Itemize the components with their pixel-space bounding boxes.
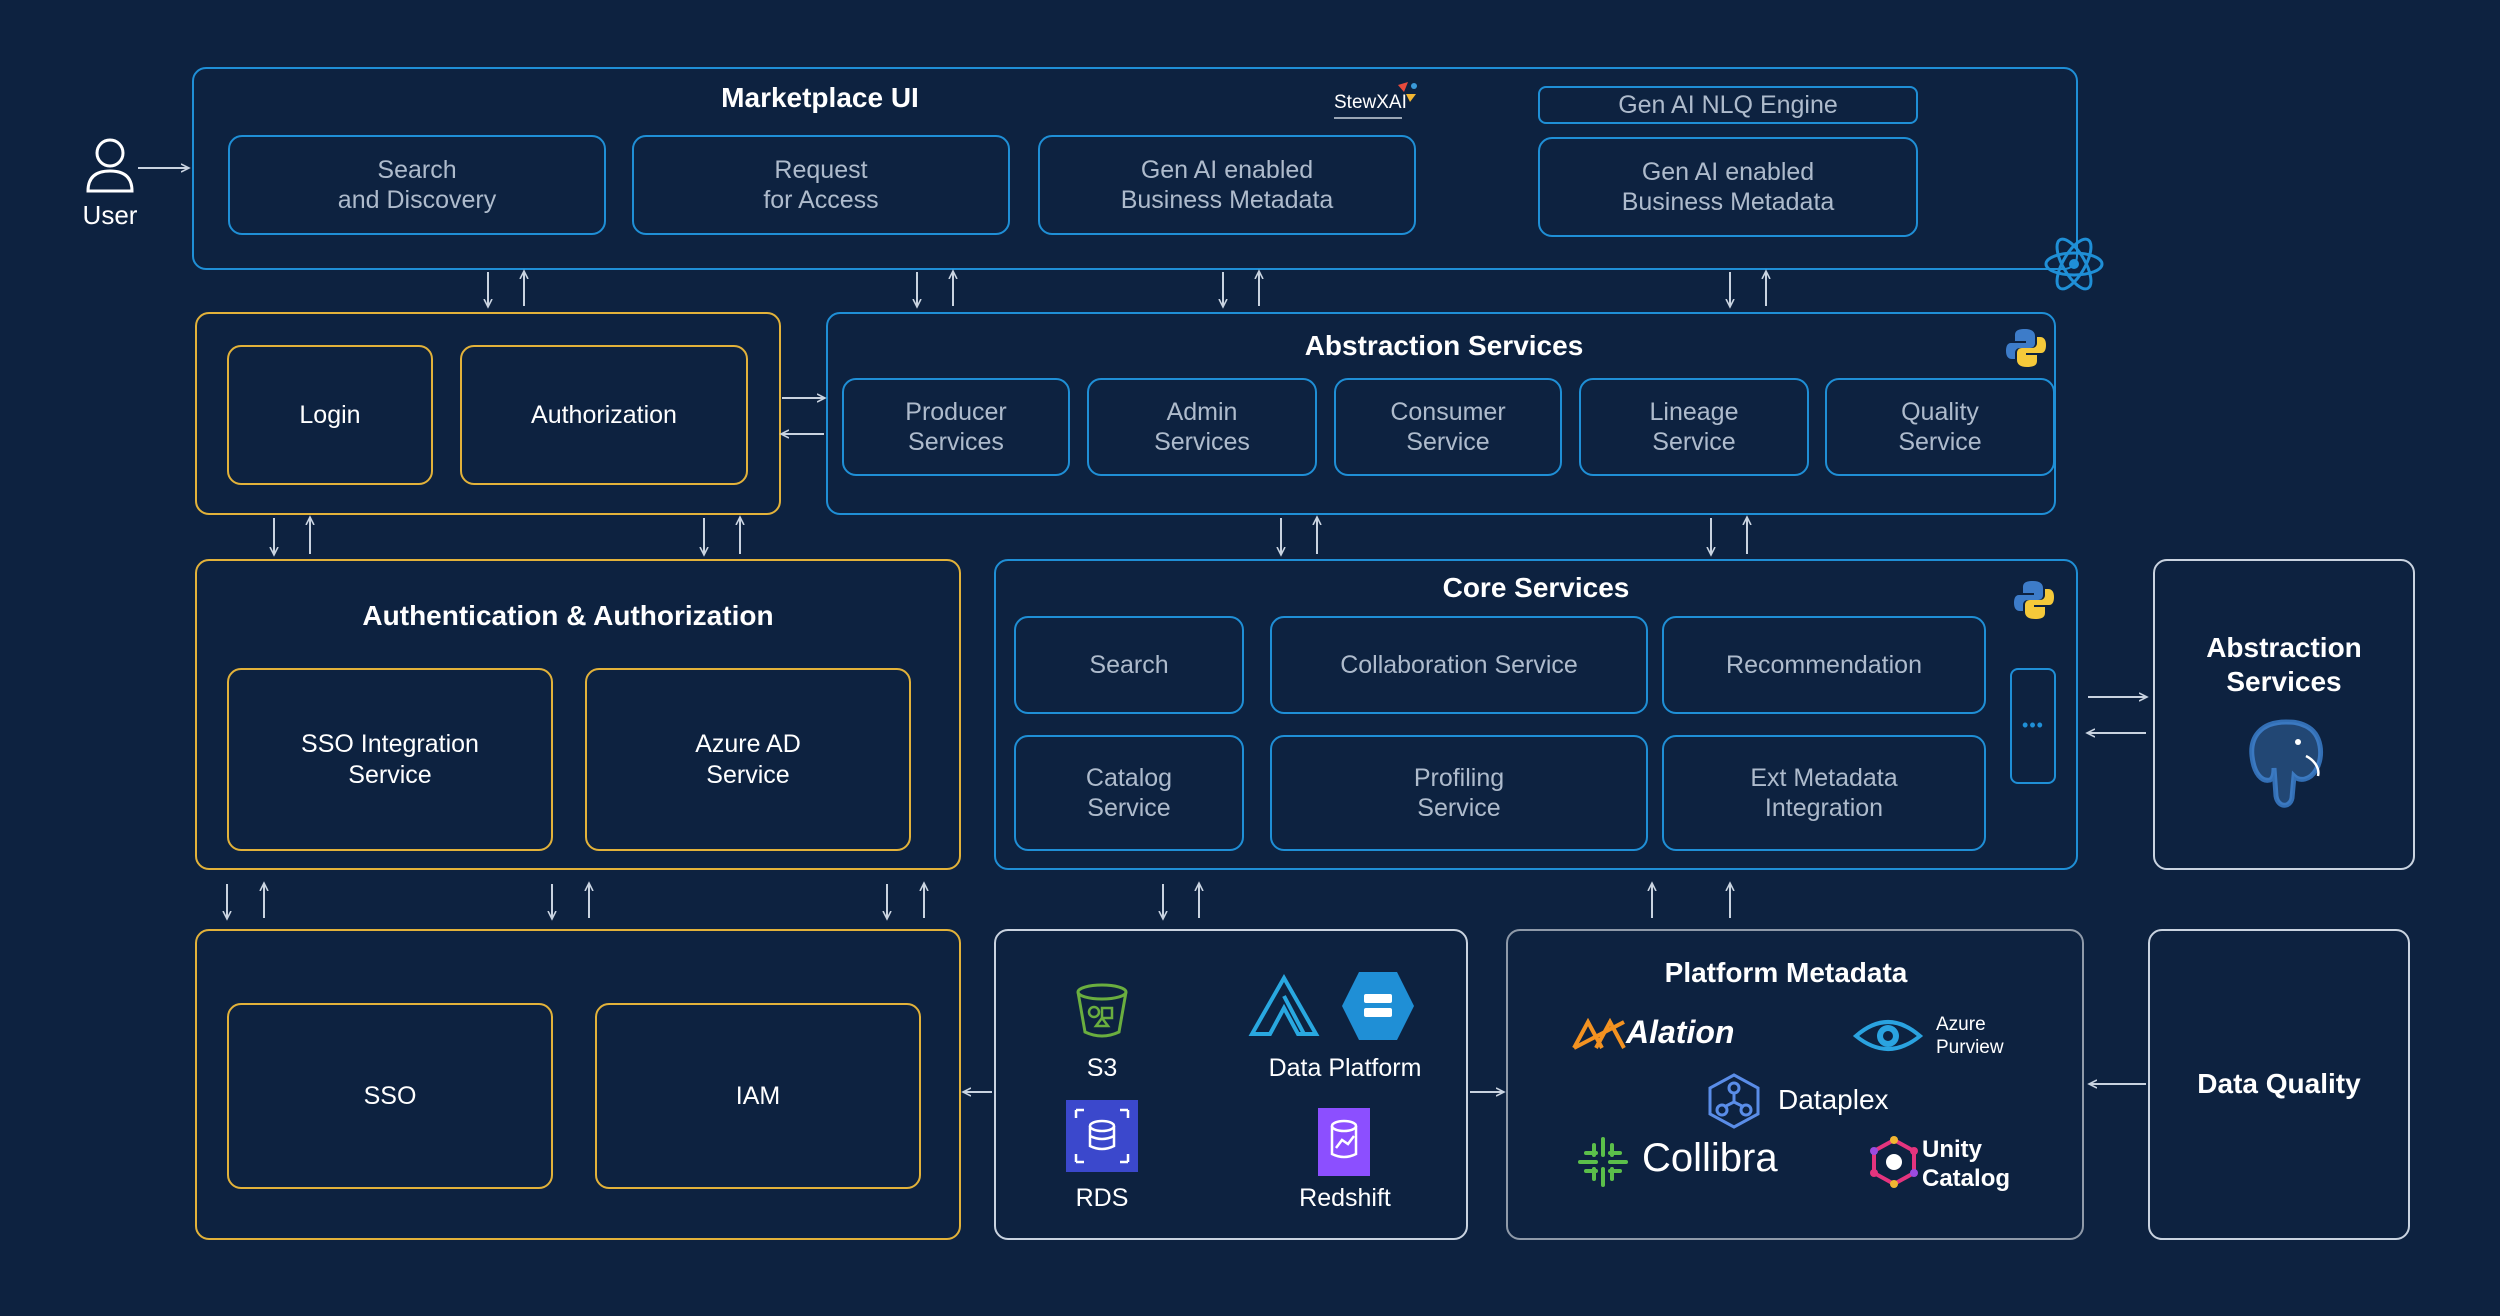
sso-integration-service[interactable]: SSO Integration Service [227,668,553,851]
abstraction-db-panel [2153,559,2415,870]
abstraction-db-title: Abstraction Services [2206,631,2362,697]
core-ext-metadata-integration[interactable]: Ext Metadata Integration [1662,735,1986,851]
user-icon [86,138,134,193]
marketplace-item-search-discovery[interactable]: Search and Discovery [228,135,606,235]
data-platform-icon [1248,974,1320,1036]
collibra-label: Collibra [1642,1136,1778,1180]
storage-hexagon-icon [1342,972,1414,1040]
authn-authz-title: Authentication & Authorization [362,600,774,631]
abstraction-services-panel [826,312,2056,515]
abstraction-quality-service[interactable]: Quality Service [1825,378,2055,476]
abstraction-consumer-service[interactable]: Consumer Service [1334,378,1562,476]
dataplex-label: Dataplex [1778,1084,1889,1115]
redshift-icon [1318,1108,1370,1176]
authorization-box[interactable]: Authorization [460,345,748,485]
react-icon [2044,237,2104,291]
rds-label: RDS [1075,1184,1129,1212]
rds-icon [1066,1100,1138,1172]
platform-metadata-title: Platform Metadata [1664,957,1908,988]
marketplace-item-genai-metadata[interactable]: Gen AI enabled Business Metadata [1038,135,1416,235]
nlq-engine-label[interactable]: Gen AI NLQ Engine [1538,86,1918,124]
core-collaboration-service[interactable]: Collaboration Service [1270,616,1648,714]
azure-purview-label: Azure Purview [1936,1014,2004,1058]
redshift-label: Redshift [1299,1184,1391,1212]
marketplace-ui-panel [192,67,2078,270]
stewxai-logo: StewXAI [1330,80,1420,125]
core-more-services[interactable]: ••• [2010,668,2056,784]
alation-logo-icon [1572,1018,1626,1050]
collibra-icon [1578,1137,1628,1187]
core-services-title: Core Services [1442,572,1630,603]
unity-catalog-label: Unity Catalog [1922,1136,2011,1192]
unity-catalog-icon [1870,1136,1918,1188]
platform-metadata-panel [1506,929,2084,1240]
stewxai-logo-text: StewXAI [1334,92,1407,113]
core-profiling-service[interactable]: Profiling Service [1270,735,1648,851]
s3-bucket-icon [1076,983,1128,1038]
marketplace-item-request-access[interactable]: Request for Access [632,135,1010,235]
core-search[interactable]: Search [1014,616,1244,714]
abstraction-admin-services[interactable]: Admin Services [1087,378,1317,476]
iam-box[interactable]: IAM [595,1003,921,1189]
user-label: User [82,200,138,230]
alation-label: Alation [1626,1014,1735,1050]
abstraction-services-title: Abstraction Services [1304,330,1584,361]
abstraction-producer-services[interactable]: Producer Services [842,378,1070,476]
identity-panel [195,929,961,1240]
python-icon [2006,329,2046,367]
s3-label: S3 [1086,1054,1118,1082]
marketplace-title: Marketplace UI [721,82,919,113]
nlq-item-genai-metadata[interactable]: Gen AI enabled Business Metadata [1538,137,1918,237]
login-authorization-panel [195,312,781,515]
abstraction-lineage-service[interactable]: Lineage Service [1579,378,1809,476]
authn-authz-panel [195,559,961,870]
python-icon [2014,581,2054,619]
login-box[interactable]: Login [227,345,433,485]
core-services-panel [994,559,2078,870]
azure-purview-icon [1852,1020,1924,1051]
core-recommendation[interactable]: Recommendation [1662,616,1986,714]
user-actor: User [72,135,148,230]
data-quality-box[interactable]: Data Quality [2148,929,2410,1240]
data-platform-label: Data Platform [1268,1054,1422,1082]
storage-panel [994,929,1468,1240]
dataplex-icon [1708,1073,1760,1129]
postgresql-icon [2249,719,2324,808]
sso-box[interactable]: SSO [227,1003,553,1189]
azure-ad-service[interactable]: Azure AD Service [585,668,911,851]
core-catalog-service[interactable]: Catalog Service [1014,735,1244,851]
